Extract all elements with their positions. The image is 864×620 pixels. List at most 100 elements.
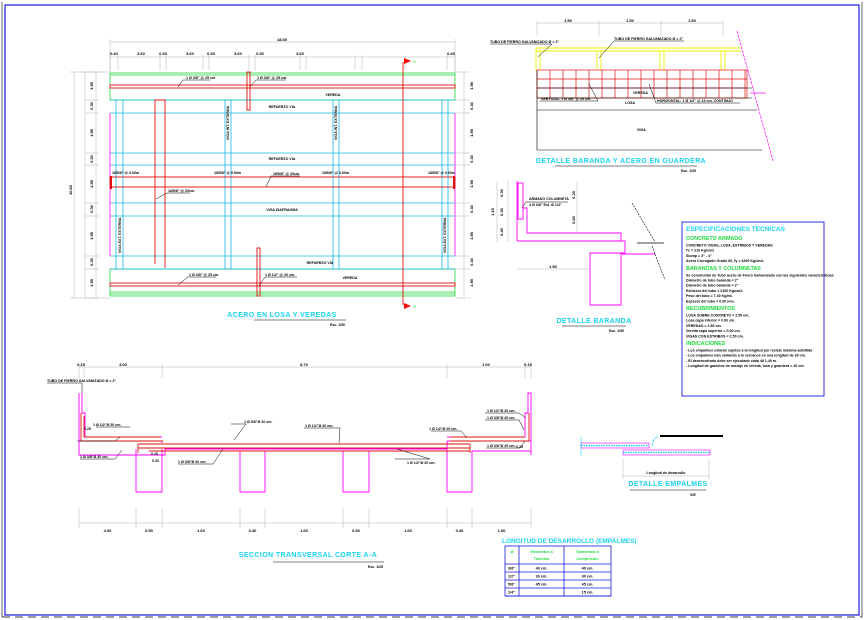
xs-top-dim: 0.15	[524, 362, 533, 367]
plan-left-dim: 1.95	[89, 278, 94, 287]
plan-right-dim: 1.95	[469, 179, 474, 188]
rebar-label-vertical: 1Ø5/8" @ 20cm.	[168, 189, 195, 193]
railing-label-vereda: VEREDA	[633, 91, 648, 95]
railing-detail-scale: Esc. 1/25	[681, 169, 696, 173]
splice-table-cell: 45 cm.	[536, 583, 548, 587]
splice-table-header: Tracción	[534, 557, 550, 561]
xs-bottom-dim: 0.40	[249, 528, 258, 533]
xs-label-right-3: 1 Ø 3/8"Ø 20 cm.	[487, 416, 515, 420]
svg-text:A: A	[413, 304, 416, 309]
xs-bottom-dim: 4.00	[104, 528, 113, 533]
baranda-detail-scale: Esc. 1/50	[609, 329, 624, 333]
xs-bottom-dim: 0.40	[456, 528, 465, 533]
plan-title: ACERO EN LOSA Y VEREDAS	[227, 312, 336, 319]
splice-table-cell: 40 cm.	[536, 567, 548, 571]
railing-label-vertical: VERTICAL: 1 Ø 3/8" @ 20 cm.	[541, 97, 591, 101]
xs-label-right-1: 1 Ø 1/2"Ø 20 cm.	[429, 427, 457, 431]
rebar-label-short-4: 1Ø5/8" @ 0.60m	[428, 171, 455, 175]
label-viga-int-1: VIGA INT. EXTERNA	[226, 105, 230, 140]
cross-section-scale: Esc. 1/25	[368, 565, 383, 569]
baranda-dim-3: 0.40	[499, 227, 504, 236]
section-marker-a-top: A	[404, 58, 416, 64]
xs-label-center-top-1: 1 Ø 5/8"Ø 20 cm.	[244, 420, 272, 424]
rebar-label-top-right: 1 Ø 3/8" @ 25 cm.	[257, 76, 287, 80]
baranda-column-label: ARMADO COLUMNETA	[529, 197, 569, 201]
spec-line: CONCRETO VIGAS, LOSA, ESTRIBOS Y VEREDAS	[686, 244, 773, 248]
baranda-dim-total: 1.15	[490, 207, 495, 216]
xs-label-left-top: 1 Ø 1/2"Ø 20 cm.	[93, 423, 121, 427]
label-viga-ext-left: VIGA EXT. EXTERNA	[118, 217, 122, 253]
rebar-label-mid: 1Ø5/8" @ 20cm.	[273, 172, 300, 176]
plan-scale: Esc. 1/50	[330, 323, 345, 327]
xs-label-small-3: 0.20	[152, 459, 159, 463]
xs-label-small-4: 0.25	[516, 445, 523, 449]
spec-line: Diámetro de tubo baranda = 2"	[686, 284, 739, 288]
splice-detail-scale: S/E	[690, 493, 696, 497]
label-viga-int-2: VIGA INT. EXTERNA	[334, 105, 338, 140]
xs-label-tube: TUBO DE FIERRO GALVANIZADO Ø = 2"	[47, 379, 116, 383]
spec-section-heading: INDICACIONES	[686, 341, 726, 347]
splice-table-cell: 45 cm.	[582, 583, 594, 587]
baranda-detail: 0.30 0.30 0.40 1.15 0.25 0.60 1.50 ARMAD…	[490, 181, 666, 333]
plan-right-dim: 0.30	[469, 154, 474, 163]
xs-label-right-4: 1 Ø 3/8"Ø 20 cm.	[487, 444, 515, 448]
plan-right-dim: 1.95	[469, 81, 474, 90]
plan-right-dim: 0.30	[469, 257, 474, 266]
spec-line: Diámetro de tubo baranda = 2"	[686, 279, 739, 283]
xs-top-dim: 0.15	[77, 362, 86, 367]
xs-label-small-1: 0.25	[84, 427, 91, 431]
spec-line: Losa capa inferior = 0.00 cm.	[686, 319, 735, 323]
splice-table-cell: 15 cm.	[582, 591, 594, 595]
splice-table-cell: 30 cm.	[536, 575, 548, 579]
plan-right-dim: 0.30	[469, 101, 474, 110]
splice-table-cell: 1/2"	[508, 575, 515, 579]
plan-top-dim: 3.60	[186, 51, 195, 56]
spec-line: VEREDAS = 2.50 cm.	[686, 324, 722, 328]
plan-top-dim: 0.40	[110, 51, 119, 56]
spec-line: VIGAS CON ESTRIBOS = 2.50 cm.	[686, 334, 744, 338]
plan-left-dim: 1.95	[89, 81, 94, 90]
spec-line: Slump = 3" - 4"	[686, 254, 712, 258]
spec-line: Acero Corrugado Grado 60, fy = 4200 Kg/c…	[686, 259, 764, 263]
spec-line: Se construirán de Tubo acero de Fierro G…	[686, 273, 835, 277]
label-viga-diafragma: VIGA DIAFRAGMA	[266, 208, 298, 212]
plan-right-dim: 1.95	[469, 278, 474, 287]
spec-section-heading: BARANDAS Y COLUMNETAS	[686, 266, 761, 272]
plan-left-dim: 1.95	[89, 231, 94, 240]
railing-label-tube-right: TUBO DE FIERRO GALVANIZADO Ø = 2"	[614, 37, 683, 41]
railing-label-losa: LOSA	[625, 101, 635, 105]
label-refuerzo-via-1: REFUERZO VIA	[269, 105, 296, 109]
rebar-label-short-2: 1Ø5/8" @ 0.60m	[214, 171, 241, 175]
plan-top-dim: 0.30	[159, 51, 168, 56]
label-vereda-bottom: VEREDA	[343, 276, 358, 280]
railing-detail-title: DETALLE BARANDA Y ACERO EN GUARDERA	[536, 158, 706, 165]
spec-line: LOSA SOBRE CONCRETO = 2.50 cm.	[686, 314, 749, 318]
xs-label-center-bottom-2: 1 Ø 1/2"Ø 20 cm.	[407, 461, 435, 465]
rebar-label-short-3: 1Ø5/8" @ 0.60m	[322, 171, 349, 175]
rebar-label-short-1: 1Ø5/8" @ 0.60m	[112, 171, 139, 175]
plan-top-dim: 0.40	[447, 51, 456, 56]
railing-label-viga: VIGA	[637, 128, 646, 132]
splice-label: Longitud de desarrollo	[647, 471, 687, 475]
plan-right-dim: 1.95	[469, 231, 474, 240]
railing-label-horizontal: HORIZONTAL: 1 Ø 1/2" @ 15 cm. CONTINUO	[657, 99, 733, 103]
spec-line: - Los empalmes irán variando a lo cercan…	[686, 354, 806, 358]
xs-bottom-dim: 1.60	[404, 528, 413, 533]
railing-label-tube-left: TUBO DE FIERRO GALVANIZADO Ø = 2"	[490, 40, 559, 44]
plan-top-dim: 3.60	[234, 51, 243, 56]
baranda-column-rebar: 4 Ø 3/8" Est. Ø 1/4"	[529, 203, 562, 207]
label-refuerzo-via-2: REFUERZO VIA	[269, 157, 296, 161]
plan-left-total: 10.60	[68, 184, 73, 195]
spec-section-heading: RECUBRIMIENTOS	[686, 306, 735, 312]
cross-section-title: SECCION TRANSVERSAL CORTE A-A	[239, 552, 377, 559]
spec-line: - Longitud de ganchos de anclaje en vere…	[686, 364, 805, 368]
railing-dim-3: 1.50	[688, 18, 697, 23]
railing-dim-2: 1.50	[626, 18, 635, 23]
baranda-dim-width: 1.50	[549, 264, 558, 269]
section-marker-a-bottom: A	[404, 303, 416, 309]
xs-label-small-2: 0.20	[151, 452, 158, 456]
